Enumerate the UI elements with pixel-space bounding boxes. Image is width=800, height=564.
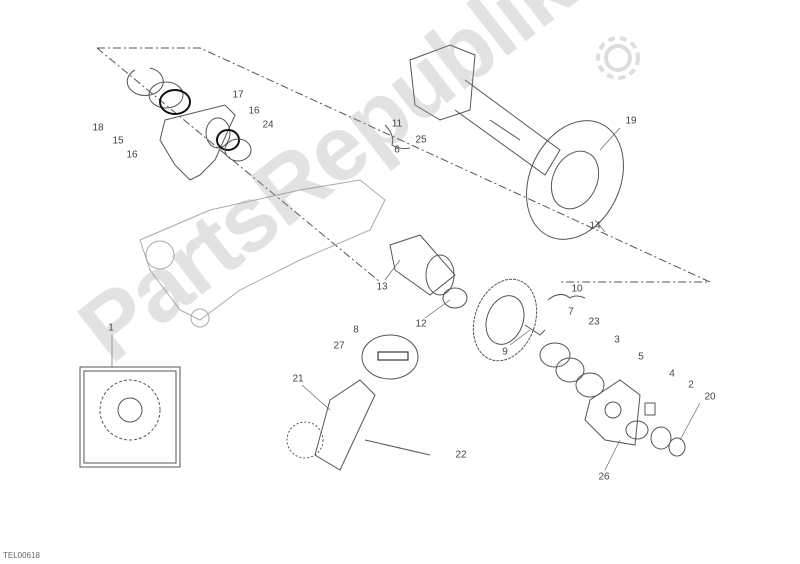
drawing-code: TEL00618 <box>3 551 40 560</box>
bracket <box>159 104 236 181</box>
callout-21: 21 <box>292 373 304 385</box>
callout-7: 7 <box>568 306 574 318</box>
callout-11: 11 <box>391 118 403 130</box>
o-ring-16b <box>216 129 240 151</box>
callout-26: 26 <box>598 471 610 483</box>
inset-frame <box>79 366 181 468</box>
callout-22: 22 <box>455 449 467 461</box>
gear-icon <box>596 36 640 80</box>
callout-15: 15 <box>112 135 124 147</box>
flange <box>584 379 641 446</box>
dashed-frame <box>97 47 711 283</box>
chain-link-kit <box>361 334 419 380</box>
callout-27: 27 <box>333 340 345 352</box>
shaft <box>454 79 561 176</box>
o-ring-16 <box>159 89 191 115</box>
callout-12: 12 <box>415 318 427 330</box>
eccentric-hub <box>389 234 456 296</box>
callout-24: 24 <box>262 119 274 131</box>
ring-15 <box>148 81 184 109</box>
callout-5: 5 <box>638 351 644 363</box>
callout-2: 2 <box>688 379 694 391</box>
callout-8: 8 <box>353 324 359 336</box>
callout-13: 13 <box>376 281 388 293</box>
swingarm <box>139 179 386 321</box>
callout-16b: 16 <box>248 105 260 117</box>
callout-3: 3 <box>614 334 620 346</box>
hub <box>409 44 476 121</box>
circlip <box>126 67 164 97</box>
callout-23: 23 <box>588 316 600 328</box>
callout-19: 19 <box>625 115 637 127</box>
sprocket-cover <box>314 379 376 471</box>
callout-6: 6 <box>394 144 400 156</box>
callout-17: 17 <box>232 89 244 101</box>
ring-24 <box>224 138 252 162</box>
callout-18: 18 <box>92 122 104 134</box>
callout-25: 25 <box>415 134 427 146</box>
callout-16: 16 <box>126 149 138 161</box>
callout-10: 10 <box>571 283 583 295</box>
callout-1: 1 <box>108 322 114 334</box>
callout-20: 20 <box>704 391 716 403</box>
brake-disc <box>526 120 624 240</box>
callout-4: 4 <box>669 368 675 380</box>
callout-9: 9 <box>502 346 508 358</box>
callout-14: 14 <box>589 220 601 232</box>
